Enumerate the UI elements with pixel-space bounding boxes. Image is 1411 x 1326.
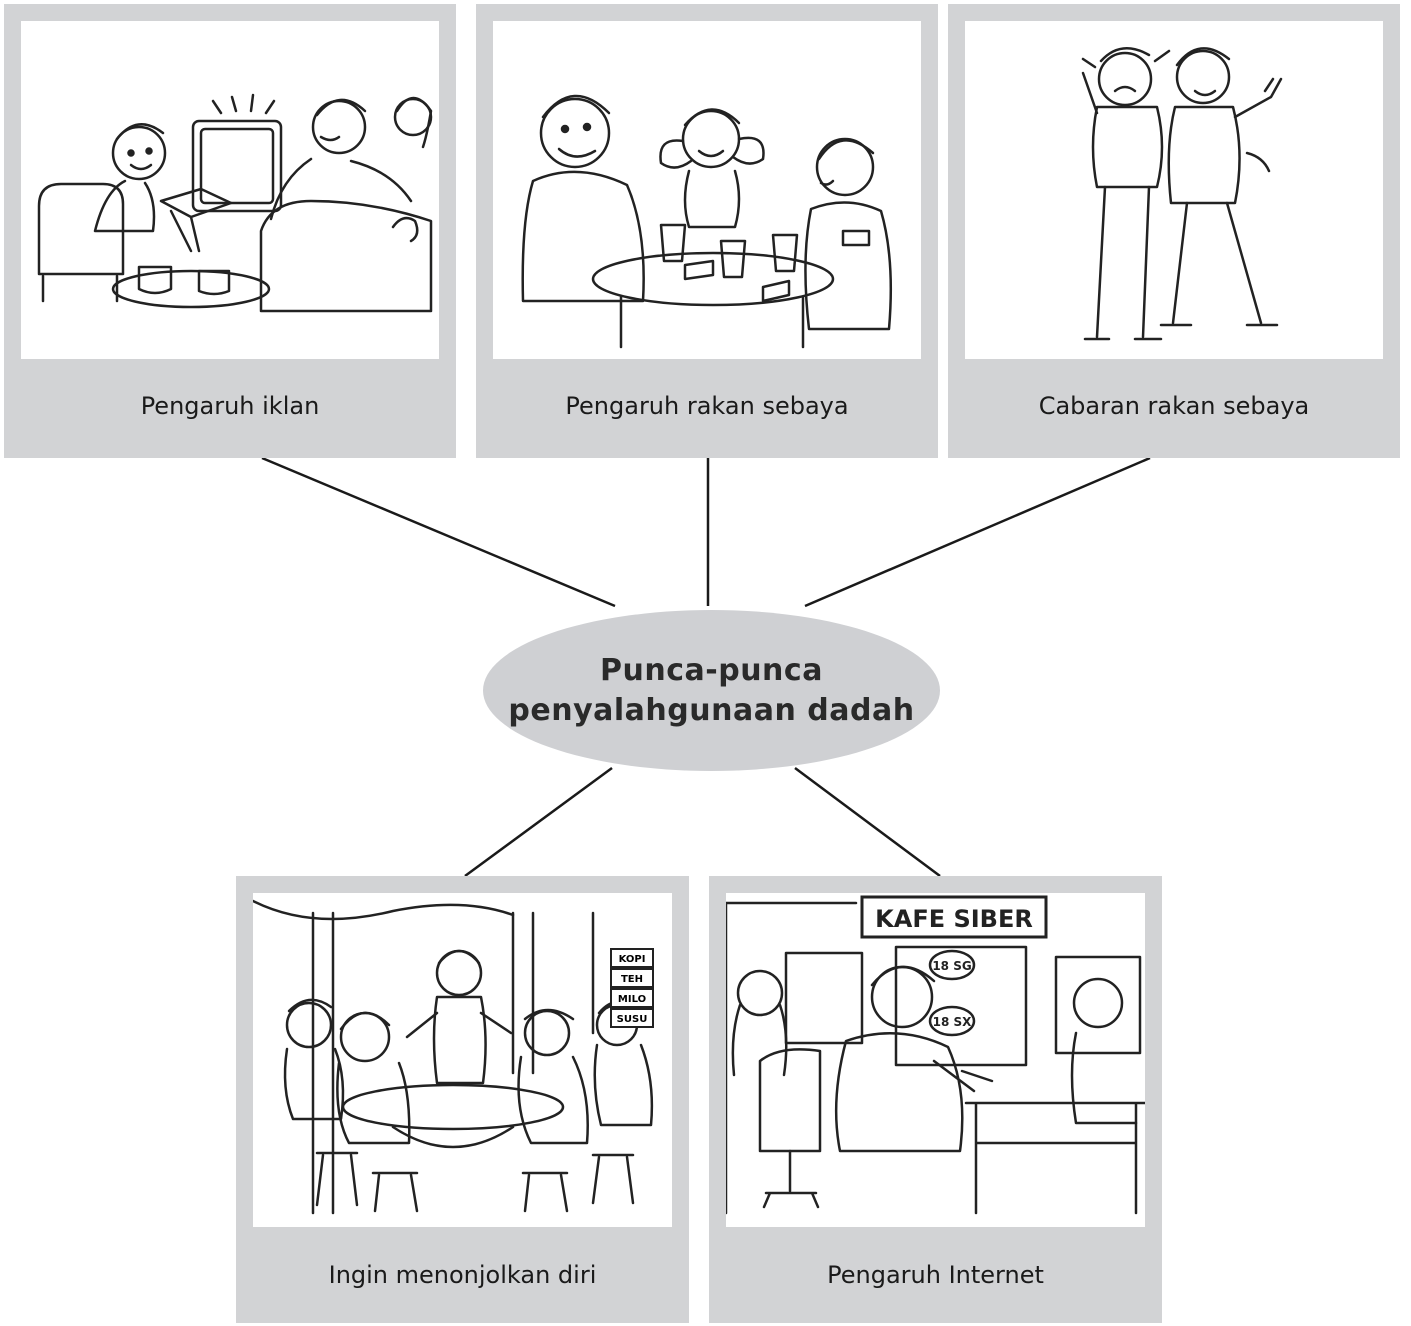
tv-scene-drawing xyxy=(37,93,433,313)
card-internet-influence: KAFE SIBER 18 SG 18 SX Pengaruh Internet xyxy=(709,876,1162,1323)
coffee-shop-drawing: KOPI TEH MILO SUSU xyxy=(253,899,654,1215)
card-caption: Ingin menonjolkan diri xyxy=(328,1261,597,1289)
card-caption: Pengaruh rakan sebaya xyxy=(565,392,849,420)
connector-card1 xyxy=(261,456,616,608)
illustration-watching-tv xyxy=(21,21,439,359)
hub-title-line2: penyalahgunaan dadah xyxy=(508,692,915,728)
card-caption: Pengaruh iklan xyxy=(140,392,320,420)
walking-boys-drawing xyxy=(1081,47,1283,341)
bubble-18sx: 18 SX xyxy=(933,1015,973,1029)
hub-title-line1: Punca-punca xyxy=(600,652,823,688)
connector-card3 xyxy=(804,456,1151,608)
sign-susu: SUSU xyxy=(617,1014,648,1025)
sign-teh: TEH xyxy=(621,974,643,985)
card-advertising-influence: Pengaruh iklan xyxy=(4,4,456,458)
menu-signs: KOPI TEH MILO SUSU xyxy=(610,948,654,1028)
peer-table-drawing xyxy=(521,94,893,349)
kafe-siber-text: KAFE SIBER xyxy=(875,905,1033,933)
connector-card5 xyxy=(794,766,941,878)
connector-card4 xyxy=(464,766,613,878)
card-show-off: KOPI TEH MILO SUSU Ingin menonjolkan dir… xyxy=(236,876,689,1323)
sign-milo: MILO xyxy=(618,994,646,1005)
card-peer-challenge: Cabaran rakan sebaya xyxy=(948,4,1400,458)
illustration-peers-at-table xyxy=(493,21,921,359)
cyber-cafe-drawing: KAFE SIBER 18 SG 18 SX xyxy=(726,895,1145,1215)
illustration-cyber-cafe: KAFE SIBER 18 SG 18 SX xyxy=(726,893,1145,1227)
card-caption: Pengaruh Internet xyxy=(827,1261,1044,1289)
card-caption: Cabaran rakan sebaya xyxy=(1038,392,1310,420)
central-topic-ellipse: Punca-punca penyalahgunaan dadah xyxy=(483,610,940,771)
bubble-18sg: 18 SG xyxy=(932,959,971,973)
illustration-two-boys-walking xyxy=(965,21,1383,359)
kafe-siber-sign: KAFE SIBER xyxy=(860,895,1048,939)
illustration-coffee-shop-group: KOPI TEH MILO SUSU xyxy=(253,893,672,1227)
card-peer-influence: Pengaruh rakan sebaya xyxy=(476,4,938,458)
sign-kopi: KOPI xyxy=(619,954,646,965)
